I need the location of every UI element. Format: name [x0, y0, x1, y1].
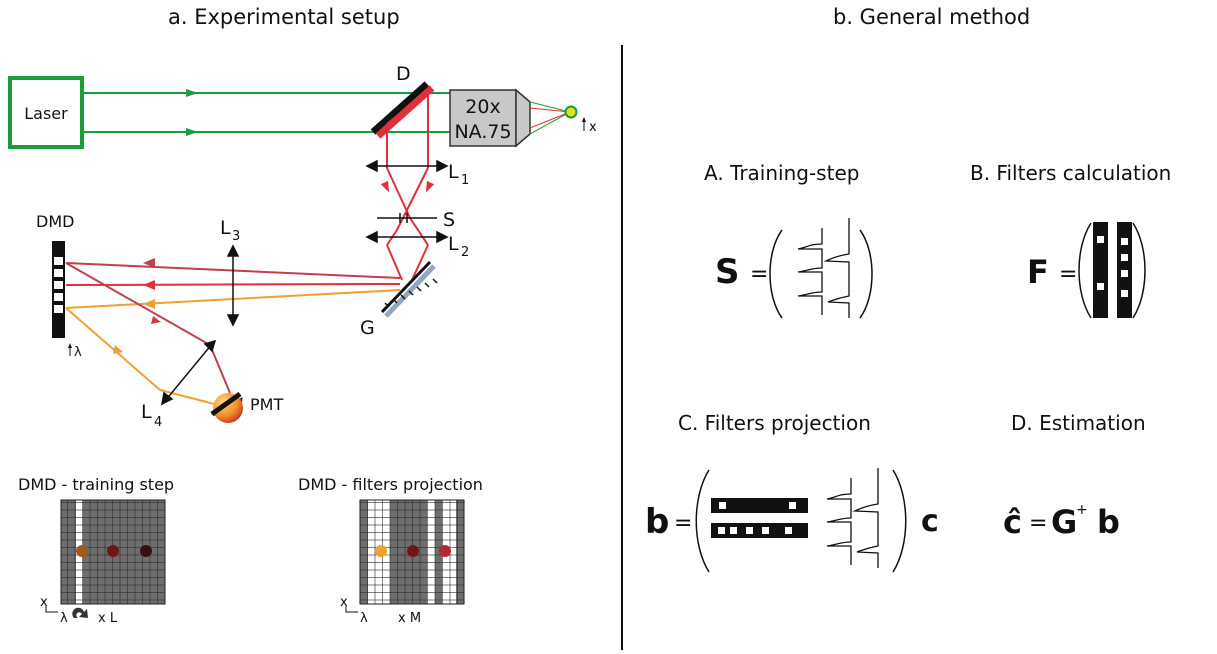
- filters-matrix-f: [1093, 222, 1132, 318]
- objective: [449, 89, 517, 147]
- eq-s-equals: =: [750, 262, 768, 287]
- laser-label: Laser: [24, 104, 68, 123]
- sample-point: [564, 105, 578, 119]
- dmd-training-axis-x: x: [40, 595, 48, 610]
- slit-label: S: [443, 209, 455, 231]
- step-d-title: D. Estimation: [1011, 411, 1146, 435]
- emission-path: [386, 89, 429, 281]
- lens-l2-sub: 2: [461, 245, 469, 260]
- reflected-beams: [65, 262, 231, 407]
- eq-b-symbol: b: [645, 502, 669, 542]
- dmd-training-axis: [45, 605, 58, 613]
- eq-b-paren-right: [892, 469, 907, 573]
- beam-arrow: [186, 89, 198, 97]
- eq-est-lhs: ĉ: [1003, 503, 1022, 541]
- lens-l3-sub: 3: [232, 229, 240, 244]
- step-b-title: B. Filters calculation: [970, 161, 1171, 185]
- dmd-filters-grid: [359, 499, 465, 605]
- objective-mag: 20x: [465, 96, 500, 118]
- dichroic-label: D: [396, 63, 411, 85]
- grating: [380, 260, 438, 318]
- filters-matrix-ft: [711, 498, 808, 538]
- lens-l1-label: L: [448, 161, 459, 183]
- lens-l1: [365, 159, 449, 173]
- dmd-filters-axis-x: x: [340, 595, 348, 610]
- dmd-filters-axis-l: λ: [360, 611, 368, 626]
- eq-b-paren-left: [695, 469, 710, 573]
- dmd-label: DMD: [36, 212, 74, 231]
- dmd-filters-axis: [345, 605, 358, 613]
- sample-axis-icon: [582, 117, 586, 131]
- eq-f-equals: =: [1059, 262, 1077, 287]
- eq-s-paren-left: [769, 229, 783, 319]
- eq-est-b: b: [1097, 503, 1120, 541]
- eq-est-plus: +: [1076, 502, 1088, 518]
- dmd-training-repeat: x L: [98, 611, 118, 626]
- eq-c-symbol: c: [921, 504, 939, 539]
- lens-l3: [226, 244, 240, 327]
- slit: [377, 213, 437, 223]
- pmt-label: PMT: [250, 395, 283, 414]
- lens-l3-label: L: [220, 217, 231, 239]
- laser-beams: [82, 92, 450, 133]
- lens-l2-label: L: [448, 233, 459, 255]
- spectra-matrix-s: [797, 218, 850, 318]
- dmd-filters-title: DMD - filters projection: [298, 475, 483, 494]
- lens-l4-label: L: [141, 401, 152, 423]
- beam-arrow: [113, 345, 123, 354]
- grating-label: G: [360, 317, 375, 339]
- beam-arrow: [143, 258, 155, 268]
- beam-arrow: [151, 316, 161, 324]
- repeat-icon: [72, 607, 88, 618]
- spectra-matrix-b: [826, 468, 879, 568]
- eq-est-g: G: [1051, 503, 1077, 541]
- panel-b-title: b. General method: [833, 5, 1030, 29]
- dmd-device: [52, 241, 65, 338]
- dmd-training-title: DMD - training step: [18, 475, 174, 494]
- lens-l1-sub: 1: [461, 173, 469, 188]
- focus-cone: [529, 101, 571, 135]
- dmd-axis-icon: [68, 343, 72, 356]
- emission-arrow: [380, 180, 390, 193]
- step-c-title: C. Filters projection: [678, 411, 871, 435]
- dmd-training-axis-l: λ: [60, 611, 68, 626]
- beam-arrow: [143, 299, 155, 309]
- eq-est-equals: =: [1029, 511, 1047, 536]
- emission-arrow: [425, 180, 435, 193]
- lens-l2: [365, 230, 449, 244]
- panel-a-title: a. Experimental setup: [168, 5, 400, 29]
- eq-s-paren-right: [859, 229, 873, 319]
- beam-arrow: [143, 280, 155, 290]
- dmd-axis-label: λ: [74, 345, 82, 360]
- objective-na: NA.75: [454, 121, 511, 143]
- eq-f-symbol: F: [1027, 253, 1049, 291]
- step-a-title: A. Training-step: [704, 161, 859, 185]
- dmd-filters-repeat: x M: [398, 611, 421, 626]
- lens-l4: [160, 339, 217, 406]
- eq-b-equals: =: [674, 511, 692, 536]
- dmd-training-grid: [60, 499, 166, 605]
- eq-s-symbol: S: [715, 252, 740, 292]
- eq-f-paren-right: [1132, 222, 1146, 319]
- sample-axis-label: x: [589, 120, 597, 135]
- lens-l4-sub: 4: [154, 415, 162, 430]
- laser-box: [8, 76, 84, 149]
- beam-arrow: [186, 128, 198, 136]
- pmt-detector: [210, 391, 243, 423]
- eq-f-paren-left: [1078, 222, 1092, 319]
- objective-tip: [515, 88, 531, 148]
